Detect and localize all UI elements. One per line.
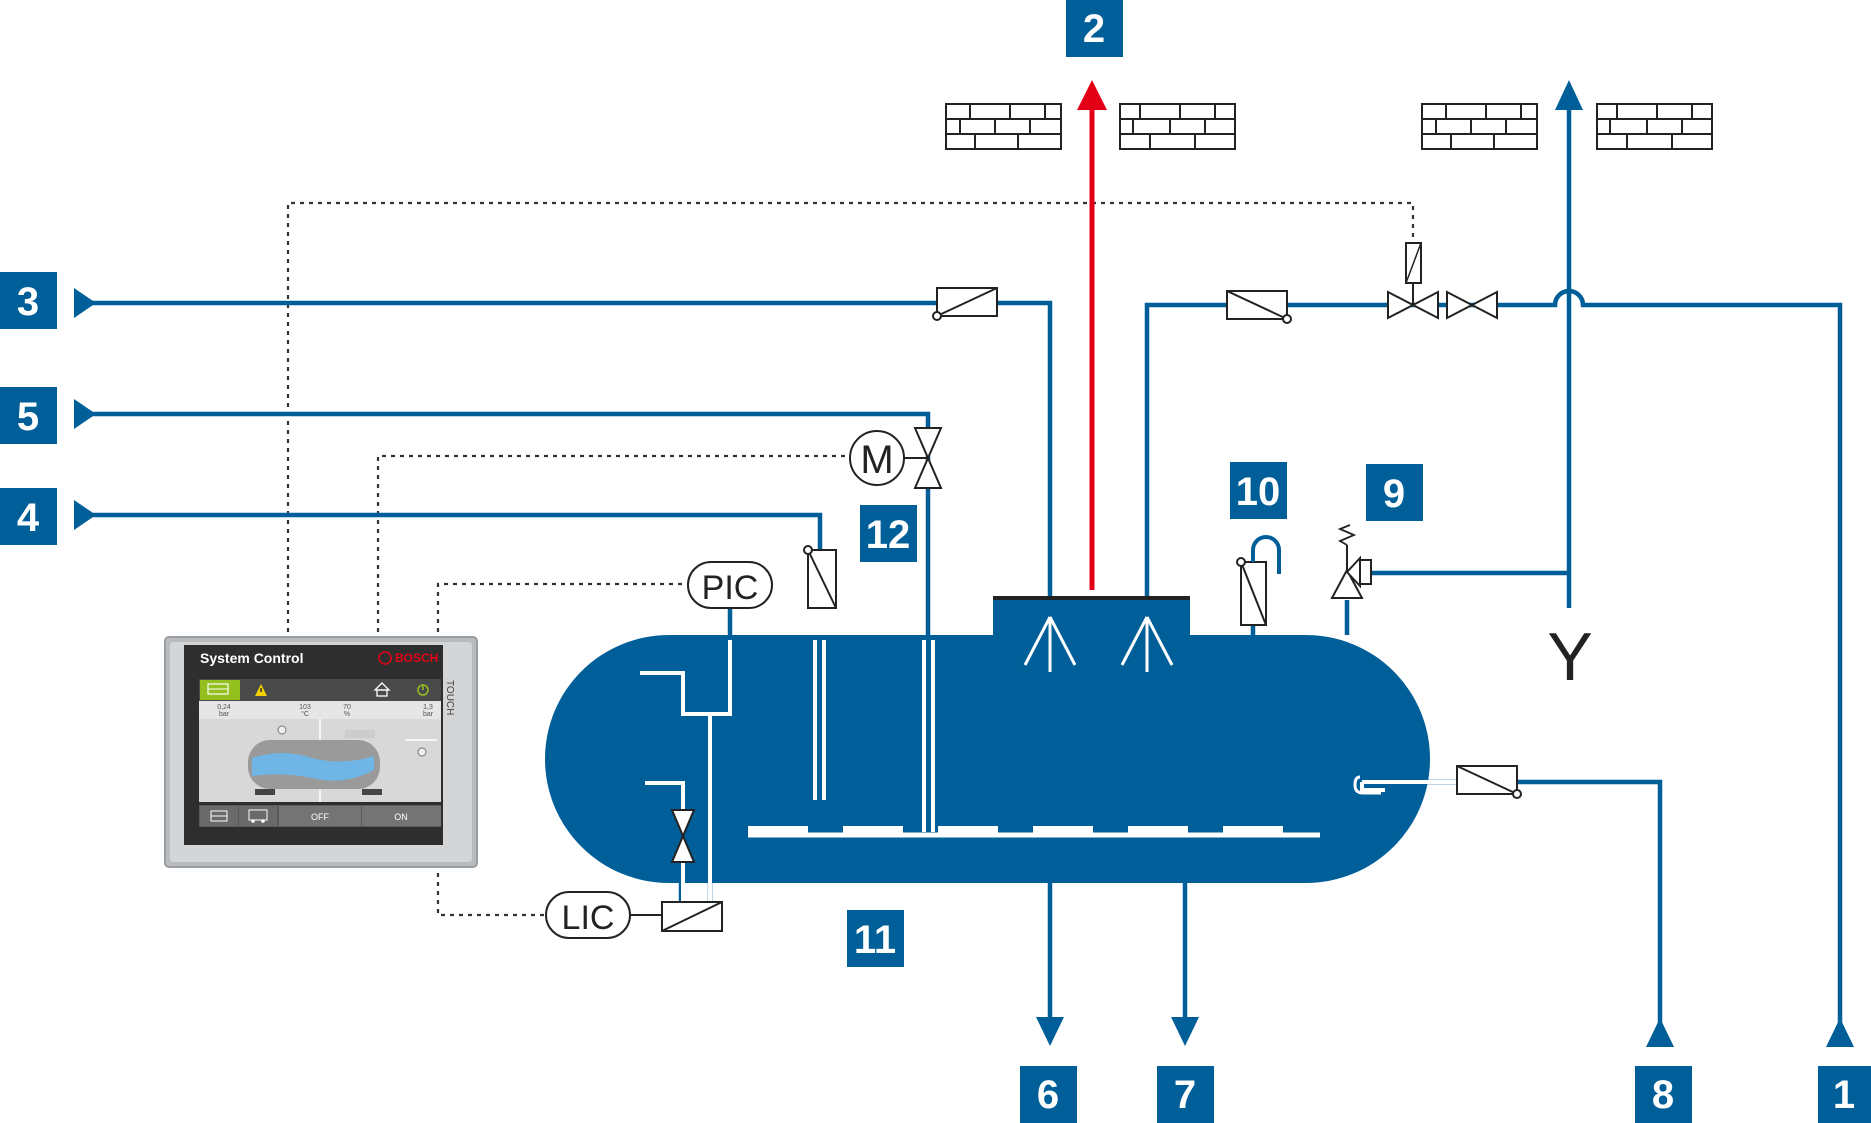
reading-1-value: 0,24 xyxy=(217,704,231,711)
wall-left xyxy=(945,103,1236,150)
reading-4-unit: bar xyxy=(423,711,434,718)
reading-3-value: 70 xyxy=(343,704,351,711)
badge-10: 10 xyxy=(1230,462,1287,519)
flow-meter-vent xyxy=(1226,290,1292,324)
hmi-brand: BOSCH xyxy=(395,651,438,665)
reading-1-unit: bar xyxy=(219,711,230,718)
truck-icon[interactable] xyxy=(239,806,277,826)
deaerator-vessel xyxy=(545,596,1460,905)
hmi-panel: System Control BOSCH TOUCH 0,24 bar 103 … xyxy=(164,636,478,868)
badge-2-text: 2 xyxy=(1083,7,1105,51)
pipes xyxy=(88,100,1843,1030)
badge-12: 12 xyxy=(860,505,917,562)
hmi-side-text: TOUCH xyxy=(444,680,455,715)
level-switch xyxy=(1236,535,1281,626)
pic-bubble xyxy=(687,561,773,609)
bosch-logo-icon xyxy=(378,651,392,665)
badge-8-text: 8 xyxy=(1652,1073,1674,1117)
flow-meter-line3 xyxy=(932,287,998,321)
badge-9: 9 xyxy=(1366,464,1423,521)
boiler-icon[interactable] xyxy=(200,680,240,700)
badge-1-text: 1 xyxy=(1833,1073,1855,1117)
off-button-label: OFF xyxy=(311,812,329,822)
badge-5-text: 5 xyxy=(17,395,39,439)
signal-lines xyxy=(286,201,1415,917)
off-button[interactable]: OFF xyxy=(279,806,361,826)
on-button[interactable]: ON xyxy=(362,806,441,826)
hmi-vessel-graphic xyxy=(248,725,437,795)
vent-valves xyxy=(1387,242,1498,320)
badge-3: 3 xyxy=(0,272,57,329)
reading-2-value: 103 xyxy=(299,704,311,711)
steam-outlet-arrow xyxy=(1077,80,1107,590)
reading-4-value: 1,3 xyxy=(423,704,433,711)
badge-4: 4 xyxy=(0,488,57,545)
reading-3-unit: % xyxy=(344,711,350,718)
badge-7-text: 7 xyxy=(1174,1073,1196,1117)
motor-valve xyxy=(849,427,943,489)
badge-11-text: 11 xyxy=(854,918,896,962)
badge-7: 7 xyxy=(1157,1066,1214,1123)
flow-meter-line8 xyxy=(1456,765,1522,799)
flow-meter-line4 xyxy=(803,545,837,609)
badge-5: 5 xyxy=(0,387,57,444)
table-icon[interactable] xyxy=(200,806,238,826)
on-button-label: ON xyxy=(394,812,408,822)
badge-1: 1 xyxy=(1818,1066,1871,1123)
home-icon[interactable] xyxy=(373,682,391,697)
badge-8: 8 xyxy=(1635,1066,1692,1123)
badge-2: 2 xyxy=(1066,0,1123,57)
badge-4-text: 4 xyxy=(17,496,40,540)
y-strainer-label: Y xyxy=(1547,619,1592,695)
badge-10-text: 10 xyxy=(1236,470,1281,514)
badge-12-text: 12 xyxy=(866,513,911,557)
badge-3-text: 3 xyxy=(17,280,39,324)
lic-assembly xyxy=(545,891,723,939)
badge-6-text: 6 xyxy=(1037,1073,1059,1117)
warning-icon[interactable] xyxy=(255,684,267,696)
hmi-title: System Control xyxy=(200,650,303,666)
pic-label: PIC xyxy=(702,569,759,607)
safety-valve xyxy=(1330,524,1372,599)
wall-right xyxy=(1421,103,1713,150)
power-icon[interactable] xyxy=(417,684,429,696)
motor-label: M xyxy=(860,438,893,482)
badge-6: 6 xyxy=(1020,1066,1077,1123)
lic-label: LIC xyxy=(562,899,615,937)
badge-11: 11 xyxy=(847,910,904,967)
arrow-heads xyxy=(74,80,1854,1047)
badge-9-text: 9 xyxy=(1383,472,1405,516)
level-valve xyxy=(670,809,696,863)
reading-2-unit: °C xyxy=(301,710,309,718)
